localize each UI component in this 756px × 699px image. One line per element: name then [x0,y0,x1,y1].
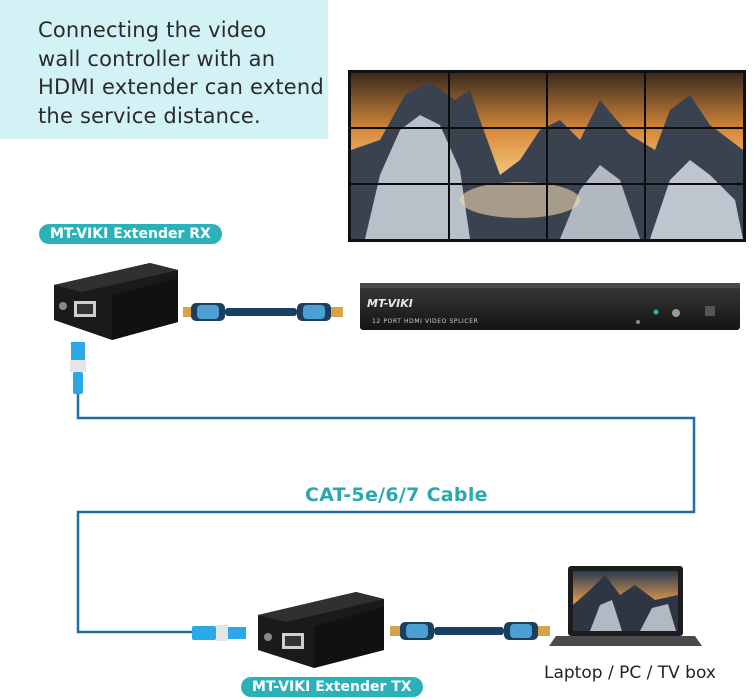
intro-line-1: Connecting the video [38,18,267,42]
extender-rx-device [54,263,178,340]
label-extender-tx: MT-VIKI Extender TX [241,677,423,697]
hdmi-cable-bottom [390,622,550,640]
controller-model-text: 12 PORT HDMI VIDEO SPLICER [372,318,479,325]
label-extender-rx: MT-VIKI Extender RX [39,224,222,244]
extender-tx-device [258,592,384,668]
intro-line-4: the service distance. [38,103,261,128]
intro-text: Connecting the video wall controller wit… [38,16,328,130]
rj45-plug-top [70,342,86,394]
hdmi-cable-top [183,303,343,321]
video-wall-controller [360,283,740,330]
laptop-source [549,566,702,646]
intro-panel: Connecting the video wall controller wit… [0,0,328,139]
intro-line-2: wall controller with an [38,46,276,71]
controller-brand: MT-VIKI [367,297,413,310]
rj45-plug-bottom [192,625,246,641]
label-cable: CAT-5e/6/7 Cable [305,484,488,506]
lan-cable [76,394,696,634]
label-source-device: Laptop / PC / TV box [544,663,716,683]
video-wall [348,70,746,242]
intro-line-3: HDMI extender can extend [38,75,324,99]
